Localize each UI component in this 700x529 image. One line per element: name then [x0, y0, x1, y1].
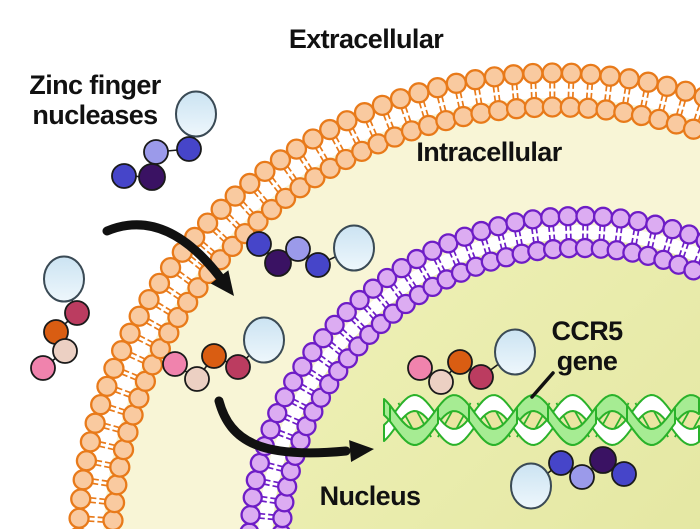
intracellular-label-text: Intracellular — [416, 137, 562, 167]
intracellular-label: Intracellular — [389, 137, 589, 167]
arrow-into-nucleus — [214, 396, 374, 463]
zinc-finger-ball-pink — [407, 355, 433, 381]
zinc-finger-ball-crimson — [225, 354, 251, 380]
zinc-finger-ball-crimson — [468, 364, 494, 390]
nuclear-membrane — [239, 205, 700, 529]
zinc-finger-ball-blue — [305, 252, 331, 278]
zinc-finger-ball-pink — [162, 351, 188, 377]
zinc-finger-ball-blue — [111, 163, 137, 189]
ccr5-pointer-line — [530, 371, 555, 399]
zinc-finger-ball-dark_purple — [264, 249, 292, 277]
nuclear-membrane-gap — [258, 225, 700, 529]
nucleus-label: Nucleus — [300, 481, 440, 511]
zinc-finger-ball-blue — [611, 461, 637, 487]
cell-membrane-gap — [88, 82, 700, 529]
dna-strand-green-over — [626, 404, 676, 446]
cell-membrane-tails — [88, 82, 700, 523]
zinc-finger-ball-blush — [184, 366, 210, 392]
dna-strand-green-over — [547, 404, 597, 446]
zinc-finger-label-line1: Zinc finger — [29, 70, 161, 100]
zinc-finger-ball-orange — [447, 349, 473, 375]
arrow-into-nucleus-head — [349, 440, 374, 463]
zinc-finger-ball-dark_purple — [589, 446, 617, 474]
arrow-into-cell-head — [210, 270, 234, 296]
zinc-finger-ball-blue — [176, 136, 202, 162]
zfn-cytoplasm-blue — [246, 224, 375, 278]
zinc-finger-ball-pink — [30, 355, 56, 381]
extracellular-label: Extracellular — [266, 24, 466, 54]
arrow-into-cell-shaft — [102, 220, 224, 281]
zinc-finger-ball-blue — [246, 231, 272, 257]
zinc-finger-ball-crimson — [64, 300, 90, 326]
zinc-finger-ball-blush — [52, 338, 78, 364]
nuclease-domain-ball — [510, 462, 552, 510]
zfn-extracellular-left — [30, 255, 90, 381]
dna-strand-green-over — [389, 404, 439, 446]
dna-double-helix — [383, 394, 700, 446]
zinc-finger-ball-dark_purple — [138, 163, 166, 191]
nuclear-membrane-tails — [259, 224, 700, 521]
ccr5-label-line2: gene — [556, 346, 618, 377]
nuclear-membrane-heads — [239, 205, 700, 529]
zinc-finger-label-line2: nucleases — [32, 100, 158, 131]
zinc-finger-nucleases-label: Zinc finger nucleases — [10, 70, 180, 130]
zinc-finger-ball-orange — [201, 343, 227, 369]
extracellular-label-text: Extracellular — [288, 24, 444, 54]
arrow-into-cell — [102, 220, 234, 296]
arrow-into-nucleus-shaft — [214, 396, 351, 458]
ccr5-label-line1: CCR5 — [551, 316, 623, 346]
zinc-finger-ball-periwinkle — [143, 139, 169, 165]
zfn-nucleus-blue — [510, 446, 637, 510]
zfn-extracellular-top — [111, 90, 217, 191]
cell-membrane — [68, 62, 700, 529]
dna-strand-green-over — [468, 404, 518, 446]
nucleus-label-text: Nucleus — [319, 481, 421, 511]
cell-membrane-heads — [68, 62, 700, 529]
nuclease-domain-ball — [243, 316, 285, 364]
ccr5-gene-label: CCR5 gene — [527, 316, 647, 376]
dna-strand-white — [383, 394, 700, 446]
nuclease-domain-ball — [494, 328, 536, 376]
zfn-cytoplasm-pink — [162, 316, 285, 392]
zinc-finger-ball-periwinkle — [569, 464, 595, 490]
zinc-finger-ball-periwinkle — [285, 236, 311, 262]
zinc-finger-ball-blush — [428, 369, 454, 395]
nuclease-domain-ball — [333, 224, 375, 272]
nuclease-domain-ball — [175, 90, 217, 138]
zinc-finger-ball-blue — [548, 450, 574, 476]
zfn-nucleus-pink — [407, 328, 536, 395]
nuclease-domain-ball — [43, 255, 85, 303]
